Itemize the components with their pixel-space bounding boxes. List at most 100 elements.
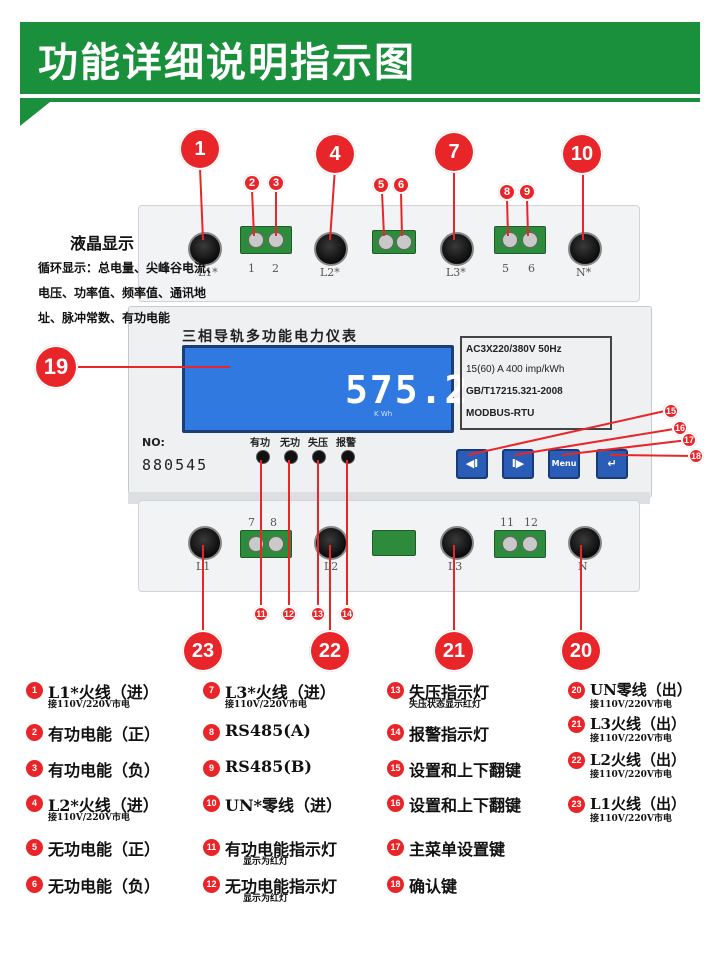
screw-6 [396, 234, 412, 250]
legend-number: 10 [203, 795, 220, 812]
legend-sub: 显示为红灯 [243, 894, 289, 904]
legend-sub: 显示为红灯 [243, 857, 289, 867]
screw-9 [522, 232, 538, 248]
lcd-note-desc: 循环显示：总电量、尖峰谷电流、电压、功率值、频率值、通讯地址、脉冲常数、有功电能 [38, 261, 219, 325]
legend-number: 22 [568, 752, 585, 769]
terminal-l1-in [188, 232, 222, 266]
terminal-num-2: 2 [272, 262, 279, 275]
terminal-label-l1-out: L1 [196, 560, 211, 573]
legend-label: L2火线（出） [590, 751, 686, 769]
callout-12: 12 [281, 606, 297, 622]
terminal-num-1: 1 [248, 262, 255, 275]
callout-6: 6 [392, 176, 410, 194]
screw-7 [248, 536, 264, 552]
callout-20: 20 [560, 630, 602, 672]
screw-5 [378, 234, 394, 250]
terminal-l1-out [188, 526, 222, 560]
led-reactive [284, 450, 298, 464]
terminal-l3-out [440, 526, 474, 560]
legend-label: UN*零线（进） [225, 796, 342, 815]
legend-label: L1火线（出） [590, 795, 686, 813]
legend-number: 18 [387, 876, 404, 893]
legend-label: 失压指示灯 [409, 683, 490, 702]
page-title: 功能详细说明指示图 [38, 40, 416, 86]
terminal-n-out [568, 526, 602, 560]
legend-number: 11 [203, 839, 220, 856]
callout-11: 11 [253, 606, 269, 622]
terminal-n-in [568, 232, 602, 266]
callout-7: 7 [433, 131, 475, 173]
legend-number: 23 [568, 796, 585, 813]
legend-sub: 接110V/220V市电 [590, 700, 672, 710]
lcd-unit: K Wh [374, 410, 393, 418]
screw-8b [268, 536, 284, 552]
terminal-label-l1-in: L1* [198, 266, 218, 279]
terminal-label-l3-in: L3* [446, 266, 466, 279]
lcd-value: 575.2 [345, 368, 470, 412]
key-left[interactable]: ◀I [456, 449, 488, 479]
legend-label: L3*火线（进） [225, 683, 336, 702]
callout-1: 1 [179, 128, 221, 170]
legend-label: L2*火线（进） [48, 796, 159, 815]
terminal-num-5: 5 [502, 262, 509, 275]
legend-sub: 接110V/220V市电 [590, 734, 672, 744]
legend-label: 有功电能（正） [48, 725, 161, 744]
serial-number: 880545 [142, 456, 209, 474]
led-active [256, 450, 270, 464]
terminal-label-n-out: N [578, 560, 588, 573]
terminal-label-n-in: N* [576, 266, 592, 279]
legend-label: RS485(A) [225, 721, 311, 740]
legend-number: 17 [387, 839, 404, 856]
legend-number: 3 [26, 760, 43, 777]
legend-number: 16 [387, 795, 404, 812]
legend-number: 5 [26, 839, 43, 856]
lcd-screen [182, 345, 454, 433]
callout-18: 18 [688, 448, 704, 464]
led-voltage-loss [312, 450, 326, 464]
key-right[interactable]: I▶ [502, 449, 534, 479]
callout-17: 17 [681, 432, 697, 448]
callout-21: 21 [433, 630, 475, 672]
legend-number: 21 [568, 716, 585, 733]
legend-sub: 接110V/220V市电 [48, 813, 130, 823]
callout-10: 10 [561, 133, 603, 175]
callout-3: 3 [267, 174, 285, 192]
callout-13: 13 [310, 606, 326, 622]
callout-4: 4 [314, 133, 356, 175]
legend-sub: 接110V/220V市电 [225, 700, 307, 710]
legend-number: 20 [568, 682, 585, 699]
legend-number: 13 [387, 682, 404, 699]
terminal-l2-out [314, 526, 348, 560]
legend-label: 有功电能（负） [48, 761, 161, 780]
callout-8: 8 [498, 183, 516, 201]
screw-11 [502, 536, 518, 552]
callout-14: 14 [339, 606, 355, 622]
legend-number: 7 [203, 682, 220, 699]
spec-box: AC3X220/380V 50Hz 15(60) A 400 imp/kWh G… [460, 336, 612, 430]
legend-number: 6 [26, 876, 43, 893]
meter-heading: 三相导轨多功能电力仪表 [182, 329, 358, 345]
terminal-num-6: 6 [528, 262, 535, 275]
lcd-note-title: 液晶显示 [70, 234, 135, 253]
terminal-num-7: 7 [248, 516, 255, 529]
spec-protocol: MODBUS-RTU [466, 408, 535, 419]
screw-2 [268, 232, 284, 248]
terminal-num-12: 12 [524, 516, 538, 529]
banner-underline [20, 98, 700, 126]
terminal-label-l3-out: L3 [448, 560, 463, 573]
key-enter[interactable]: ↵ [596, 449, 628, 479]
callout-2: 2 [243, 174, 261, 192]
callout-15: 15 [663, 403, 679, 419]
led-label-alarm: 报警 [336, 438, 356, 449]
legend-label: 有功电能指示灯 [225, 840, 338, 859]
legend-number: 8 [203, 724, 220, 741]
callout-16: 16 [672, 420, 688, 436]
legend-number: 9 [203, 760, 220, 777]
led-alarm [341, 450, 355, 464]
legend-label: UN零线（出） [590, 681, 692, 699]
key-menu[interactable]: Menu [548, 449, 580, 479]
legend-label: RS485(B) [225, 757, 312, 776]
legend-sub: 接110V/220V市电 [590, 770, 672, 780]
callout-9: 9 [518, 183, 536, 201]
callout-19: 19 [34, 345, 78, 389]
